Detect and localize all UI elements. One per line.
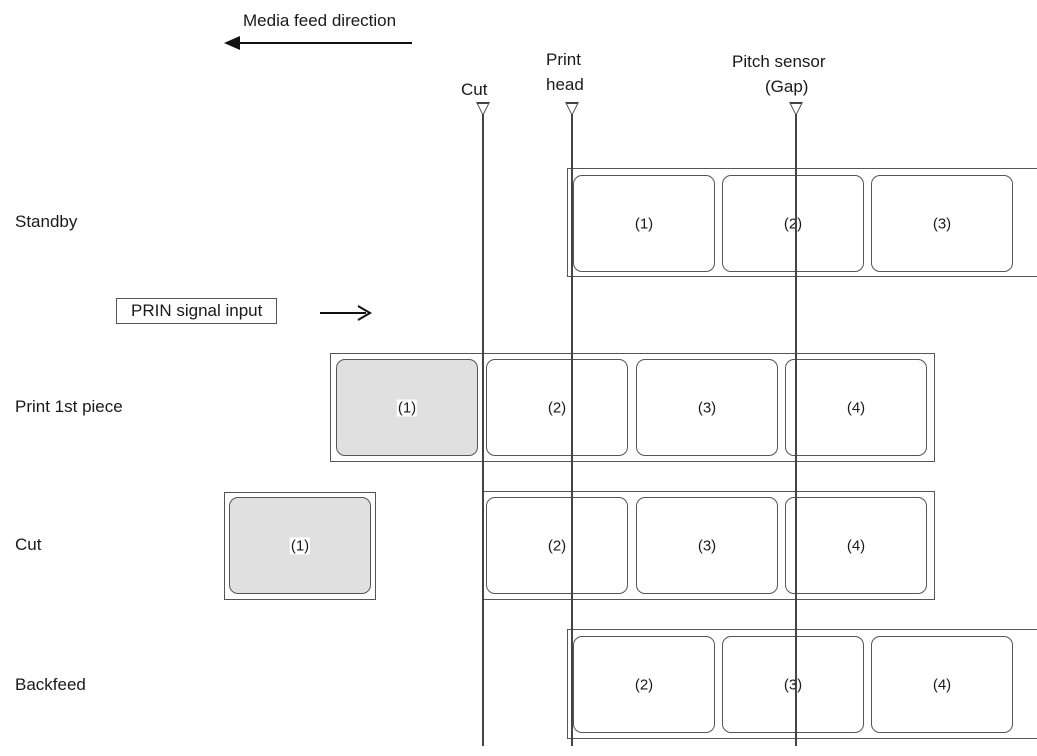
row-label-print: Print 1st piece xyxy=(15,397,123,416)
label-cut-piece-text: (1) xyxy=(289,537,311,554)
label-backfeed-3-text: (3) xyxy=(782,676,804,693)
label-cut-3: (3) xyxy=(636,497,778,594)
label-print-2-text: (2) xyxy=(546,399,568,416)
pitch-sensor-label-line2: (Gap) xyxy=(765,77,809,96)
label-cut-4-text: (4) xyxy=(845,537,867,554)
label-standby-2-text: (2) xyxy=(782,215,804,232)
print-head-label-line1: Print xyxy=(546,50,581,69)
label-standby-1-text: (1) xyxy=(633,215,655,232)
cut-position-line xyxy=(482,112,484,746)
label-cut-2-text: (2) xyxy=(546,537,568,554)
label-cut-piece: (1) xyxy=(229,497,371,594)
label-standby-3: (3) xyxy=(871,175,1013,272)
feed-direction-arrow xyxy=(224,36,412,50)
label-print-4: (4) xyxy=(785,359,927,456)
prin-signal-box: PRIN signal input xyxy=(116,298,278,324)
label-backfeed-4: (4) xyxy=(871,636,1013,733)
label-print-1: (1) xyxy=(336,359,478,456)
label-print-1-text: (1) xyxy=(396,399,418,416)
label-backfeed-4-text: (4) xyxy=(931,676,953,693)
label-standby-2: (2) xyxy=(722,175,864,272)
row-label-cut: Cut xyxy=(15,535,42,554)
label-print-3-text: (3) xyxy=(696,399,718,416)
row-label-backfeed: Backfeed xyxy=(15,675,86,694)
print-head-label-line2: head xyxy=(546,75,584,94)
print-head-position-line xyxy=(571,112,573,746)
label-cut-4: (4) xyxy=(785,497,927,594)
label-cut-2: (2) xyxy=(486,497,628,594)
feed-direction-label: Media feed direction xyxy=(243,11,397,30)
label-standby-1: (1) xyxy=(573,175,715,272)
label-backfeed-2: (2) xyxy=(573,636,715,733)
label-print-3: (3) xyxy=(636,359,778,456)
label-backfeed-2-text: (2) xyxy=(633,676,655,693)
label-print-4-text: (4) xyxy=(845,399,867,416)
row-label-standby: Standby xyxy=(15,212,78,231)
label-print-2: (2) xyxy=(486,359,628,456)
cut-sensor-label: Cut xyxy=(461,80,488,99)
prin-signal-arrow xyxy=(320,305,372,321)
label-cut-3-text: (3) xyxy=(696,537,718,554)
label-backfeed-3: (3) xyxy=(722,636,864,733)
label-standby-3-text: (3) xyxy=(931,215,953,232)
pitch-sensor-label-line1: Pitch sensor xyxy=(732,52,826,71)
pitch-sensor-position-line xyxy=(795,112,797,746)
